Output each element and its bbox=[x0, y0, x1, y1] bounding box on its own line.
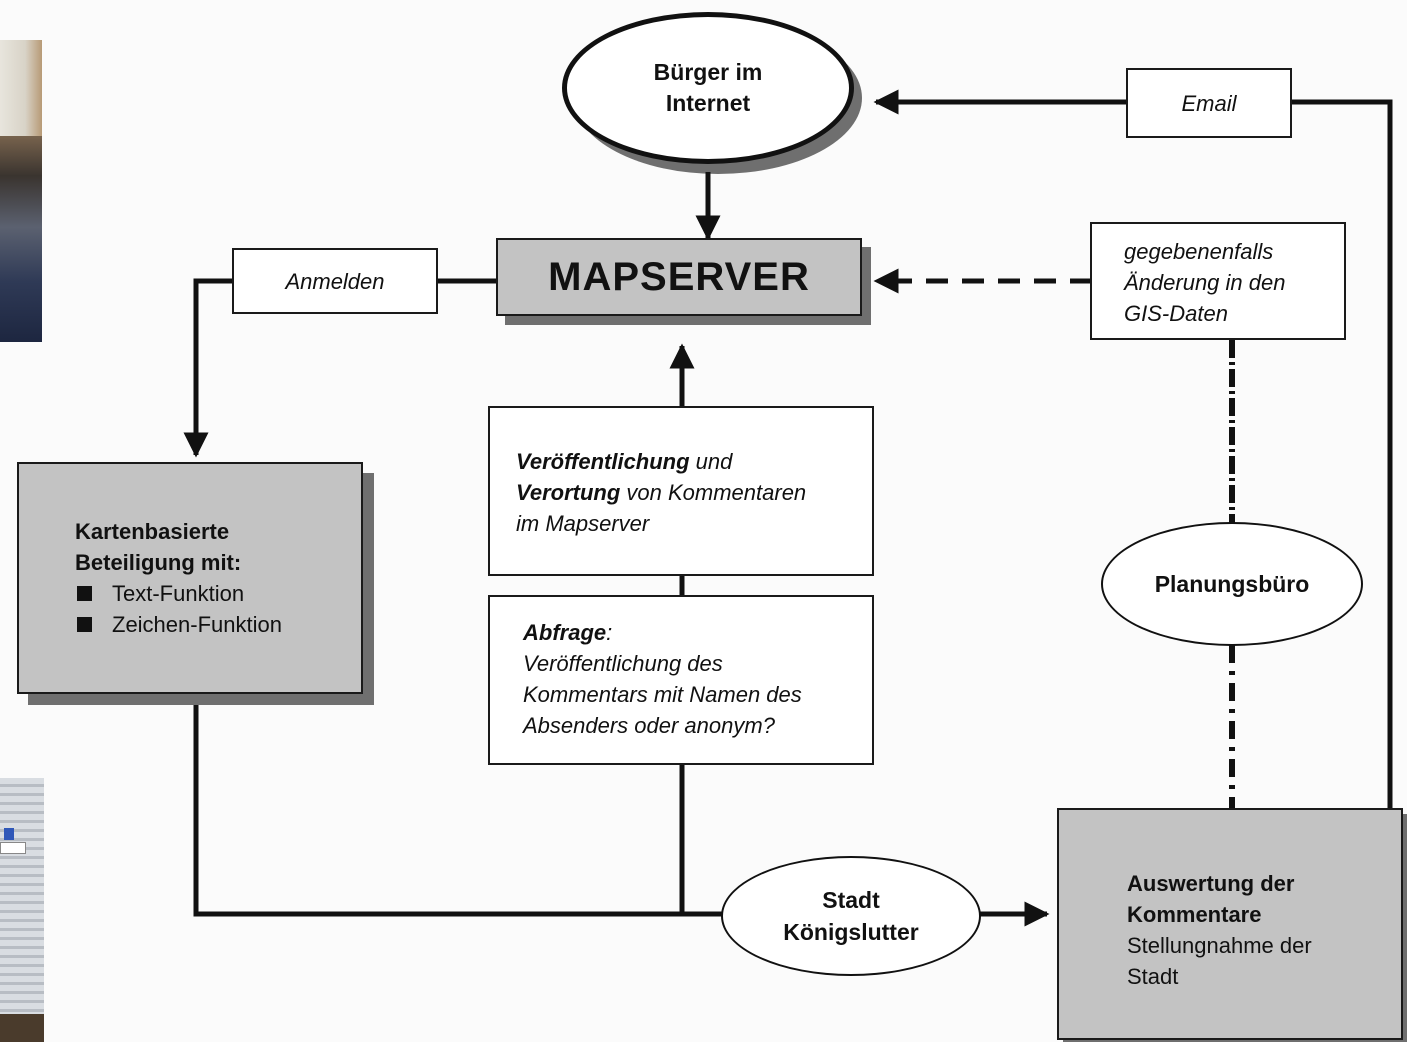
stadt-line1: Stadt bbox=[822, 887, 880, 913]
abfrage-line3: Kommentars mit Namen des bbox=[523, 682, 802, 707]
mapserver-box: MAPSERVER bbox=[496, 238, 862, 316]
auswertung-line4: Stadt bbox=[1127, 964, 1179, 989]
abfrage-line2: Veröffentlichung des bbox=[523, 651, 723, 676]
veroeffentlichung-im-mapserver: im Mapserver bbox=[516, 511, 650, 536]
abfrage-box: Abfrage: Veröffentlichung des Kommentars… bbox=[488, 595, 874, 765]
gis-daten-box: gegebenenfalls Änderung in den GIS-Daten bbox=[1090, 222, 1346, 340]
kartenbasiert-line1: Kartenbasierte bbox=[75, 519, 230, 544]
bullet-label: Zeichen-Funktion bbox=[112, 612, 282, 637]
anmelden-box: Anmelden bbox=[232, 248, 438, 314]
abfrage-colon: : bbox=[606, 620, 613, 645]
stadt-line2: Königslutter bbox=[783, 919, 919, 945]
veroeffentlichung-bold: Veröffentlichung bbox=[516, 449, 690, 474]
planungsbuero-ellipse: Planungsbüro bbox=[1101, 522, 1363, 646]
line-kartenbasiert-to-stadt bbox=[193, 692, 724, 917]
line-auswertung-to-email bbox=[1291, 99, 1393, 810]
anmelden-label: Anmelden bbox=[285, 268, 385, 294]
arrow-anmelden-to-kartenbasiert bbox=[183, 278, 234, 458]
kartenbasierte-beteiligung-box: Kartenbasierte Beteiligung mit: Text-Fun… bbox=[17, 462, 363, 694]
auswertung-box: Auswertung der Kommentare Stellungnahme … bbox=[1057, 808, 1403, 1040]
buerger-label-line2: Internet bbox=[665, 90, 751, 116]
auswertung-line2: Kommentare bbox=[1127, 902, 1262, 927]
kartenbasiert-line2: Beteiligung mit: bbox=[75, 550, 242, 575]
veroeffentlichung-von-kommentaren: von Kommentaren bbox=[620, 480, 807, 505]
abfrage-line4: Absenders oder anonym? bbox=[523, 713, 775, 738]
email-label: Email bbox=[1181, 90, 1237, 116]
veroeffentlichung-und: und bbox=[689, 449, 733, 474]
verortung-bold: Verortung bbox=[516, 480, 621, 505]
planungsbuero-label: Planungsbüro bbox=[1154, 570, 1310, 597]
bullet-square-icon bbox=[77, 617, 92, 632]
gis-line1: gegebenenfalls bbox=[1124, 239, 1274, 264]
abfrage-bold: Abfrage bbox=[523, 620, 607, 645]
photo-fragment-top bbox=[0, 40, 42, 342]
buerger-im-internet-ellipse: Bürger im Internet bbox=[562, 12, 854, 164]
bullet-square-icon bbox=[77, 586, 92, 601]
buerger-label-line1: Bürger im bbox=[653, 59, 763, 85]
bullet-item-text-funktion: Text-Funktion bbox=[75, 578, 361, 609]
gis-line2: Änderung in den bbox=[1124, 270, 1286, 295]
bullet-label: Text-Funktion bbox=[112, 581, 245, 606]
mapserver-label: MAPSERVER bbox=[548, 254, 810, 299]
veroeffentlichung-box: Veröffentlichung und Verortung von Komme… bbox=[488, 406, 874, 576]
photo-fragment-bottom bbox=[0, 778, 44, 1042]
auswertung-line1: Auswertung der bbox=[1127, 871, 1295, 896]
stadt-koenigslutter-ellipse: Stadt Königslutter bbox=[721, 856, 981, 976]
gis-line3: GIS-Daten bbox=[1124, 301, 1228, 326]
bullet-item-zeichen-funktion: Zeichen-Funktion bbox=[75, 609, 361, 640]
auswertung-line3: Stellungnahme der bbox=[1127, 933, 1312, 958]
email-box: Email bbox=[1126, 68, 1292, 138]
